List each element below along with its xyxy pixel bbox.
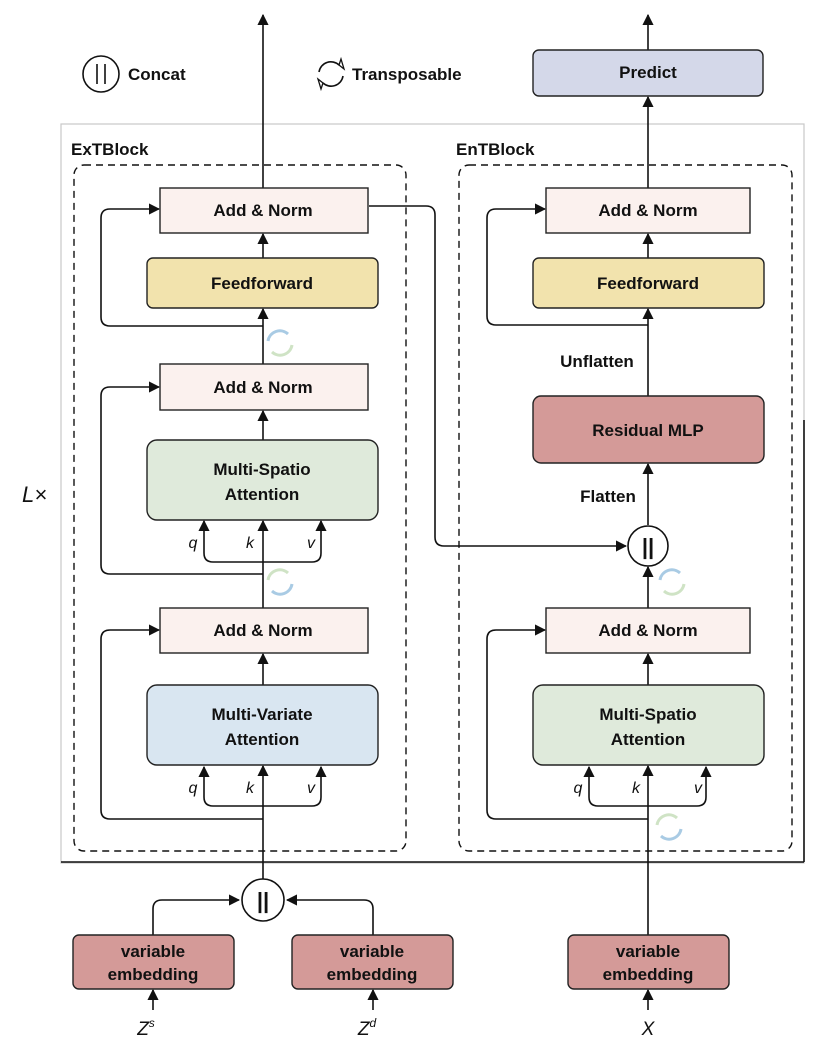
en-spatio-attention (532, 684, 765, 766)
residual-mlp-label: Residual MLP (592, 421, 703, 440)
ex-lower-k-label: k (246, 780, 255, 797)
ex-upper-q-label: q (189, 535, 198, 552)
ex-lower-v-label: v (307, 780, 316, 797)
embedding-box-x (567, 934, 730, 990)
embedding-zd-line1: variable (340, 942, 404, 961)
input-x-label: X (641, 1019, 656, 1040)
en-feedforward (532, 257, 765, 309)
ex-spatio-attention-line1: Multi-Spatio (213, 460, 310, 479)
input-zd-label: Zd (357, 1016, 377, 1040)
ex-lower-q-label: q (189, 780, 198, 797)
unflatten-label: Unflatten (560, 352, 634, 371)
en-concat-node (627, 525, 669, 567)
en-add-norm-top (545, 187, 751, 234)
en-feedforward-label: Feedforward (597, 274, 699, 293)
embedding-x-line2: embedding (603, 965, 694, 984)
entblock-frame (458, 164, 793, 852)
en-add-norm-top-label: Add & Norm (598, 201, 697, 220)
ex-variate-attention-line1: Multi-Variate (211, 705, 312, 724)
concat-legend-label: Concat (128, 65, 186, 84)
residual-mlp-box (532, 395, 765, 464)
ex-add-norm-top (159, 187, 369, 234)
ex-add-norm-top-label: Add & Norm (213, 201, 312, 220)
input-zs-label: Zs (136, 1016, 155, 1040)
ex-add-norm-mid-label: Add & Norm (213, 378, 312, 397)
transposable-icon (266, 568, 294, 596)
en-add-norm-low-label: Add & Norm (598, 621, 697, 640)
ex-feedforward (146, 257, 379, 309)
en-v-label: v (694, 780, 703, 797)
embedding-x-line1: variable (616, 942, 680, 961)
ex-variate-attention-line2: Attention (225, 730, 300, 749)
predict-label: Predict (619, 63, 677, 82)
repeat-label: L× (22, 482, 47, 507)
embedding-box-zs (72, 934, 235, 990)
predict-box (532, 49, 764, 97)
embedding-zs-line2: embedding (108, 965, 199, 984)
embedding-zs-line1: variable (121, 942, 185, 961)
transposable-icon (655, 813, 683, 841)
concat-legend-icon (82, 55, 120, 93)
flatten-label: Flatten (580, 487, 636, 506)
ex-add-norm-mid (159, 363, 369, 411)
extblock-frame (73, 164, 407, 852)
ex-spatio-attention (146, 439, 379, 521)
extblock-title: ExTBlock (71, 140, 149, 159)
embedding-zd-line2: embedding (327, 965, 418, 984)
ex-spatio-attention-line2: Attention (225, 485, 300, 504)
transposable-legend-icon (316, 56, 346, 92)
connections (100, 13, 712, 1010)
en-add-norm-low (545, 607, 751, 654)
input-concat-symbol: || (257, 888, 269, 913)
input-concat-node (241, 878, 285, 922)
en-concat-symbol: || (642, 534, 654, 559)
entblock-title: EnTBlock (456, 140, 535, 159)
ex-feedforward-label: Feedforward (211, 274, 313, 293)
transposable-legend-label: Transposable (352, 65, 462, 84)
embedding-box-zd (291, 934, 454, 990)
transposable-icon (658, 568, 686, 596)
ex-upper-k-label: k (246, 535, 255, 552)
legend: Concat Transposable (82, 55, 462, 93)
en-spatio-attention-line2: Attention (611, 730, 686, 749)
en-k-label: k (632, 780, 641, 797)
ex-upper-v-label: v (307, 535, 316, 552)
transposable-icon (266, 329, 294, 357)
en-spatio-attention-line1: Multi-Spatio (599, 705, 696, 724)
en-q-label: q (574, 780, 583, 797)
ex-add-norm-low (159, 607, 369, 654)
ex-add-norm-low-label: Add & Norm (213, 621, 312, 640)
ex-variate-attention (146, 684, 379, 766)
